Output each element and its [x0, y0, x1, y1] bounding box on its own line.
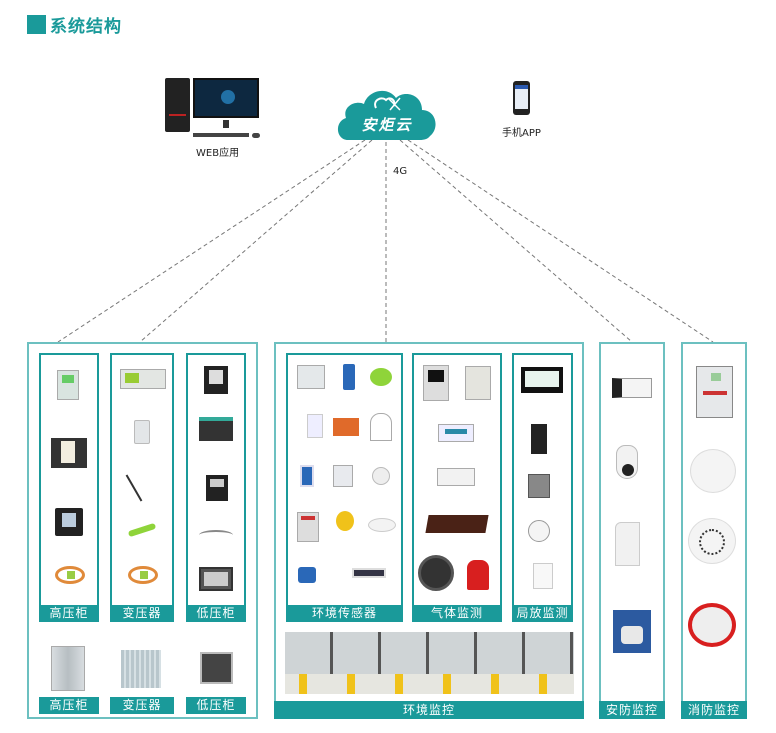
header-marker [27, 15, 46, 34]
page-title: 系统结构 [50, 17, 122, 37]
web-computer-icon [165, 78, 265, 140]
data-collector-icon [531, 424, 547, 454]
mobile-phone-icon [513, 81, 530, 115]
label-hv-cabinet-photo: 高压柜 [39, 697, 99, 714]
sensor-strap-icon [370, 368, 392, 386]
touch-panel-icon [199, 567, 233, 591]
cloud-label: 安炬云 [361, 116, 413, 134]
battery-monitor-icon [199, 417, 233, 441]
lv-cabinet-photo [200, 652, 233, 684]
bullet-camera-icon [612, 378, 652, 398]
security-camera-photo [613, 610, 651, 653]
wire-sensor-icon [370, 413, 392, 441]
link-hv [57, 139, 366, 343]
pc-tower [165, 78, 190, 132]
alarm-light-icon [467, 560, 489, 590]
water-leak-sensor-icon [333, 418, 359, 436]
protection-relay-icon [57, 370, 79, 400]
smoke-alarm-icon [368, 518, 396, 532]
temperature-controller-icon [120, 369, 166, 389]
link-fire [407, 139, 714, 343]
ptz-camera-icon [616, 445, 638, 479]
dehumidifier-icon [297, 512, 319, 542]
controller-board-icon [438, 424, 474, 442]
wireless-node-icon [298, 567, 316, 583]
label-transformer-photo: 变压器 [110, 697, 174, 714]
cloud-icon: 安炬云 [334, 84, 440, 142]
wireless-sensor-icon [333, 465, 353, 487]
label-lv-cabinet-photo: 低压柜 [186, 697, 246, 714]
link-transformer [139, 139, 373, 343]
alarm-panel-icon [465, 366, 491, 400]
explosion-proof-detector-icon [688, 603, 736, 647]
transformer-photo [121, 650, 161, 688]
temperature-sensor-ring-icon [55, 566, 85, 584]
gas-detector-icon [336, 511, 354, 531]
multifunction-meter-icon [204, 366, 228, 394]
section-header: 系统结构 [27, 12, 122, 37]
sensor-din-icon [297, 365, 325, 389]
power-group [27, 342, 258, 719]
dome-camera-icon [528, 520, 550, 542]
label-lv-cabinet: 低压柜 [186, 605, 246, 622]
label-transformer: 变压器 [110, 605, 174, 622]
temperature-sensor-ring-icon [128, 566, 158, 584]
exhaust-fan-icon [418, 555, 454, 591]
smoke-detector-icon [307, 414, 323, 438]
label-environment-sensor: 环境传感器 [286, 605, 403, 622]
gateway-module-icon [437, 468, 475, 486]
sensor-probe-icon [343, 364, 355, 390]
label-hv-cabinet: 高压柜 [39, 605, 99, 622]
heat-detector-icon [688, 518, 736, 564]
gas-panel-icon [423, 365, 449, 401]
round-sensor-icon [372, 467, 390, 485]
power-meter-icon [55, 508, 83, 536]
monitor [193, 78, 259, 118]
app-label: 手机APP [502, 128, 541, 139]
discharge-sensor-icon [533, 563, 553, 589]
cable-sensor-icon [199, 530, 233, 540]
switchgear-panel-photo [285, 632, 574, 694]
label-fire-monitoring: 消防监控 [681, 701, 747, 719]
display-sensor-icon [300, 465, 314, 487]
switch-controller-icon [51, 438, 87, 468]
link-security [399, 139, 633, 343]
label-environment-monitoring: 环境监控 [274, 701, 584, 719]
door-sensor-icon [352, 568, 386, 578]
label-partial-discharge: 局放监测 [512, 605, 573, 622]
wireless-module-icon [134, 420, 150, 444]
sensor-box-icon [528, 474, 550, 498]
keyboard [193, 133, 249, 137]
web-label: WEB应用 [196, 148, 240, 159]
mouse [252, 133, 260, 138]
network-label: 4G [393, 166, 408, 177]
monitor-screen-icon [521, 367, 563, 393]
fire-alarm-panel-icon [696, 366, 733, 418]
pir-detector-icon [615, 522, 640, 566]
led-display-icon [425, 515, 489, 533]
label-security-monitoring: 安防监控 [599, 701, 665, 719]
panel-meter-icon [206, 475, 228, 501]
hv-cabinet-photo [51, 646, 85, 691]
label-gas-monitor: 气体监测 [412, 605, 502, 622]
smoke-detector-icon [690, 449, 736, 493]
